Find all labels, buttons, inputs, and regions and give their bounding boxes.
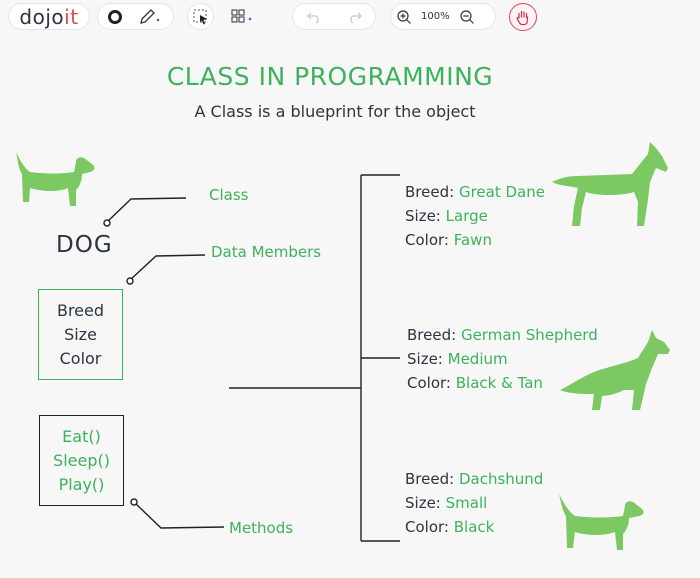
class-connector-dot [103,219,111,227]
select-cursor-icon[interactable] [188,5,213,29]
zoom-in-icon[interactable] [391,5,417,29]
object-3-attributes: Breed: Dachshund Size: Small Color: Blac… [405,470,544,536]
german-shepherd-silhouette-icon [560,330,670,410]
zoom-out-icon[interactable] [454,5,480,29]
data-members-box: Breed Size Color [38,289,123,380]
methods-box: Eat() Sleep() Play() [39,415,124,506]
data-member-item: Color [59,348,102,368]
stroke-circle-icon[interactable] [102,5,128,29]
diagram-subtitle: A Class is a blueprint for the object [194,102,476,121]
methods-connector-dot [130,498,138,506]
methods-connector [134,502,225,529]
data-member-item: Size [64,324,97,344]
data-members-connector-dot [126,277,134,285]
data-member-item: Breed [56,300,105,320]
method-item: Play() [58,474,105,494]
methods-label: Methods [229,519,294,537]
object-2-attributes: Breed: German Shepherd Size: Medium Colo… [407,326,598,392]
redo-icon[interactable] [342,5,368,29]
hand-pan-button[interactable] [509,3,537,31]
dachshund-object-silhouette-icon [559,494,644,550]
method-item: Eat() [62,426,101,446]
select-tool-group [187,3,214,30]
data-members-label: Data Members [211,243,322,261]
zoom-level[interactable]: 100% [421,11,450,22]
zoom-group: 100% [390,3,496,30]
method-item: Sleep() [53,450,110,470]
class-label: Class [209,186,249,204]
diagram-title: CLASS IN PROGRAMMING [166,62,494,91]
pen-icon[interactable] [136,5,162,29]
great-dane-silhouette-icon [552,142,668,226]
class-name: DOG [56,232,113,258]
drawing-tools-group [97,3,174,30]
hand-icon [516,10,529,25]
undo-icon[interactable] [301,5,327,29]
object-1-attributes: Breed: Great Dane Size: Large Color: Faw… [405,183,545,249]
class-connector [106,197,187,223]
grid-shapes-icon[interactable] [228,5,254,29]
data-members-connector [129,254,206,281]
history-group [292,3,376,30]
dachshund-silhouette-icon [16,152,95,206]
